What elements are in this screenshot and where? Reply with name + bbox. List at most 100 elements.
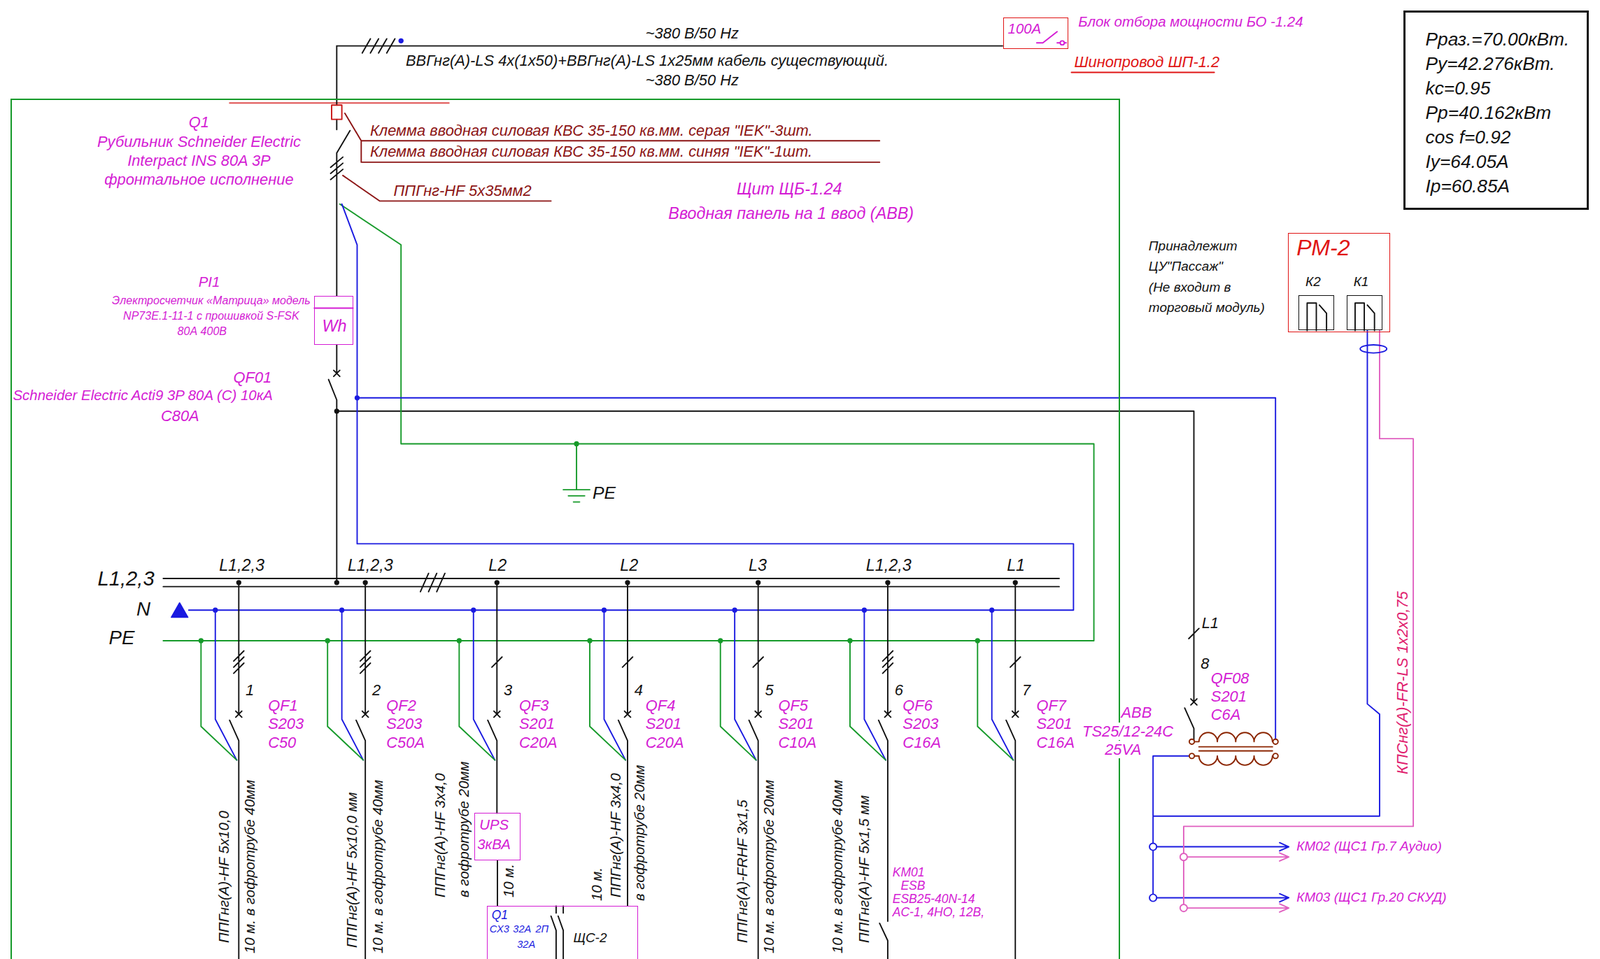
terminal-circle [1059,40,1065,45]
junction-dot [334,579,340,585]
node-text: cos f=0.92 [1425,126,1512,148]
contactor-label: ESB [899,878,926,893]
feeder-phase-wires [229,582,1021,959]
node-text: UPS [479,817,509,834]
junction-dot [586,638,592,643]
node-text: Щит ЩБ-1.24 [736,179,842,199]
junction-dot [1013,579,1018,585]
note: ЦУ"Пассаж" [1148,258,1224,275]
junction-dot [212,607,218,613]
junction-dot [732,607,738,613]
node-text: Вводная панель на 1 ввод (АВВ) [668,204,914,224]
note: Принадлежит [1148,238,1239,254]
phase-label: L1 [1201,614,1220,632]
junction-dot [470,607,476,613]
junction-dot [334,408,340,414]
transformer-label: TS25/12-24C [1081,722,1174,741]
cable-label: в гофротрубе 20мм [631,764,648,903]
breaker-label: QF7 [1035,696,1067,715]
junction-dot [989,607,995,613]
feeder-neutral-wires [215,610,1014,760]
cable-label: ППГнг(А)-HF 3х4,0 [432,772,449,899]
device-label: фронтальное исполнение [103,170,294,189]
junction-dot [861,607,867,613]
node-text: РМ-2 [1296,235,1350,261]
terminal-circle [1149,843,1157,851]
breaker-label: QF2 [385,696,417,715]
neutral-marker [171,603,188,618]
terminal-circle [1273,753,1279,759]
callout-number: 8 [1199,654,1210,673]
node-text: Рраз.=70.00кВт. [1425,28,1570,50]
cable-label: 10 м. [500,862,518,898]
guide-line [229,102,450,104]
bus-label: N [135,598,152,621]
meter-label: 80А 400В [177,324,228,338]
cable-label: ППГнг(А)-FRHF 3х1,5 [734,798,751,944]
breaker-label: C20A [518,733,559,752]
cable-label: 10 м. в гофротрубе 40мм [370,779,387,955]
terminal-circle [1149,894,1157,902]
breaker-label: QF3 [518,696,550,715]
breaker-label: S203 [901,714,939,733]
node-heading: Блок отбора мощности БО -1.24 [1078,13,1303,31]
terminal-note: Клемма вводная силовая КВС 35-150 кв.мм.… [369,142,813,161]
note: (Не входит в [1148,279,1232,296]
ground-label: PE [591,483,617,504]
feeder-pe-wires [200,640,1014,761]
junction-dot [573,441,579,447]
phase-label: L3 [747,556,768,576]
terminal-circle [1180,853,1188,861]
panel-switch [551,905,564,959]
cable-label: в гофротрубе 20мм [456,760,473,899]
breaker-label: C6A [1210,705,1242,724]
junction-dot [755,579,761,585]
node-heading: К2 [1305,274,1321,290]
junction-dot [717,638,723,643]
junction-dot [198,638,204,643]
node-text: СХ3 [489,923,510,936]
cable-label: 10 м. в гофротрубе 40мм [242,779,259,955]
callout-number: 7 [1021,681,1032,699]
node-text: Iр=60.85А [1425,175,1510,197]
node-heading: К1 [1353,274,1370,290]
control-wire-pink [1183,330,1414,913]
breaker-label: C50 [267,733,297,752]
bus-label: L1,2,3 [97,567,156,592]
phase-label: L1,2,3 [218,556,266,576]
meter-label: PI1 [197,274,222,291]
callout-number: 5 [763,681,774,699]
load-summary-box: Рраз.=70.00кВт.Ру=42.276кВт.kc=0.95Рр=40… [1403,10,1589,211]
callout-number: 2 [371,681,382,699]
phase-bus [163,573,1060,592]
ups-box: UPS 3кВА [474,812,521,860]
breaker-label: QF4 [645,696,677,715]
breaker-label: S203 [385,714,423,733]
meter-divider [314,307,353,310]
phase-label: L2 [487,556,508,576]
phase-label: L1 [1006,556,1026,576]
device-label: Q1 [188,113,210,131]
node-text: Q1 [491,908,508,923]
cable-label: ППГнг-HF 5х35мм2 [393,181,533,200]
cable-label: 10 м. в гофротрубе 40мм [829,779,846,955]
breaker-label: Schneider Electric Acti9 3P 80A (C) 10кА [12,387,274,404]
cable-label: 10 м. [589,866,606,902]
contactor-label: AC-1, 4НО, 12В, [891,905,986,920]
relay-module-box: РМ-2К2К1 [1287,232,1391,334]
callout-number: 4 [633,681,644,699]
cable-mark [1360,344,1387,354]
breaker-label: C50A [385,733,426,752]
terminal-circle [1273,739,1279,745]
fuse-symbol [331,104,343,119]
terminal-leaders [342,113,880,201]
transformer-label: 25VA [1103,740,1142,759]
node-text: ЩС-2 [572,930,607,946]
relay-box: К1 [1346,295,1383,331]
breaker-label: S203 [267,714,305,733]
breaker-label: QF5 [777,696,809,715]
node-text: 3кВА [477,836,511,853]
cable-label: 10 м. в гофротрубе 20мм [761,779,778,955]
junction-dot [363,579,368,585]
voltage-label: ~380 В/50 Hz [645,24,740,42]
